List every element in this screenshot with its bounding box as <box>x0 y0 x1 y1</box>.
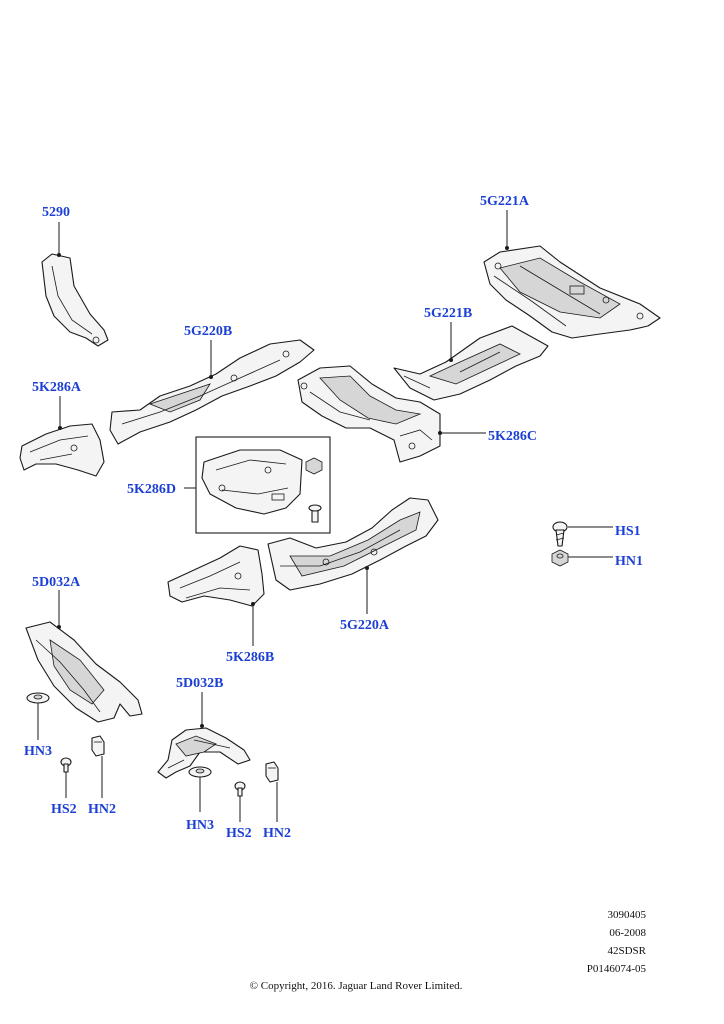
hn2-clip-icon-left <box>91 735 105 757</box>
hn3-washer-icon-left <box>26 692 50 704</box>
callout-HN3-left[interactable]: HN3 <box>24 744 52 759</box>
callout-HN2-right[interactable]: HN2 <box>263 826 291 841</box>
part-5290-shield <box>41 253 109 347</box>
part-5D032A-shield <box>25 621 143 723</box>
callout-HN1[interactable]: HN1 <box>615 554 643 569</box>
part-5K286C-shield <box>297 365 441 463</box>
callout-5K286B[interactable]: 5K286B <box>226 650 274 665</box>
reference-model-code: 42SDSR <box>607 945 646 957</box>
callout-5K286D[interactable]: 5K286D <box>127 482 176 497</box>
reference-code-1: 3090405 <box>607 909 647 921</box>
callout-HS1[interactable]: HS1 <box>615 524 641 539</box>
callout-HN3-right[interactable]: HN3 <box>186 818 214 833</box>
reference-date: 06-2008 <box>609 927 646 939</box>
hn3-washer-icon-right <box>188 766 212 778</box>
hs2-screw-icon-right <box>234 781 246 797</box>
callout-HN2-left[interactable]: HN2 <box>88 802 116 817</box>
part-5G220B-shield <box>109 339 315 445</box>
part-5G221A-shield <box>483 245 661 339</box>
callout-5K286C[interactable]: 5K286C <box>488 429 537 444</box>
hn1-nut-icon <box>551 549 569 567</box>
part-5K286A-shield <box>19 423 105 477</box>
callout-HS2-left[interactable]: HS2 <box>51 802 77 817</box>
callout-5G220A[interactable]: 5G220A <box>340 618 390 633</box>
hs1-screw-icon <box>552 521 568 547</box>
reference-illustration-number: P0146074-05 <box>586 963 646 975</box>
callout-HS2-right[interactable]: HS2 <box>226 826 252 841</box>
part-5G221B-shield <box>393 325 549 401</box>
part-5K286B-shield <box>167 545 265 607</box>
callout-5G221A[interactable]: 5G221A <box>480 194 530 209</box>
callout-5290[interactable]: 5290 <box>42 205 70 220</box>
hs2-screw-icon-left <box>60 757 72 773</box>
callout-5G221B[interactable]: 5G221B <box>424 306 472 321</box>
part-5G220A-shield <box>267 497 439 591</box>
callout-5K286A[interactable]: 5K286A <box>32 380 82 395</box>
callout-5G220B[interactable]: 5G220B <box>184 324 232 339</box>
part-5K286D-detail-box <box>195 436 331 534</box>
copyright-notice: © Copyright, 2016. Jaguar Land Rover Lim… <box>249 980 463 992</box>
part-5D032B-shield <box>157 727 251 779</box>
callout-5D032B[interactable]: 5D032B <box>176 676 223 691</box>
callout-5D032A[interactable]: 5D032A <box>32 575 81 590</box>
hn2-clip-icon-right <box>265 761 279 783</box>
